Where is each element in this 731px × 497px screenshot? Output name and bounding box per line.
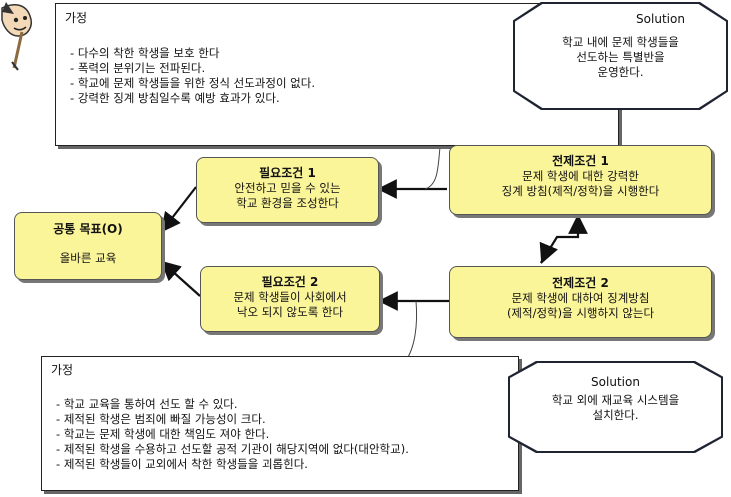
assumption-header: 가정 <box>51 363 74 377</box>
necessary-title: 필요조건 1 <box>259 166 316 180</box>
necessary-line: 학교 환경을 조성한다 <box>236 196 339 210</box>
prerequisite-title: 전제조건 2 <box>552 276 609 290</box>
prerequisite-title: 전제조건 1 <box>552 154 609 168</box>
assumption-list: 학교 교육을 통하여 선도 할 수 있다. 제적된 학생은 범죄에 빠질 가능성… <box>56 397 409 472</box>
assumption-item: 제적된 학생을 수용하고 선도할 공적 기관이 해당지역에 없다(대안학교). <box>56 442 409 457</box>
conflict-arrow <box>540 214 588 264</box>
necessary-line: 안전하고 믿을 수 있는 <box>234 181 341 195</box>
assumption-leader-top <box>424 146 441 190</box>
arrow-nec1-to-goal <box>160 186 197 233</box>
assumption-item: 학교 교육을 통하여 선도 할 수 있다. <box>56 397 409 412</box>
assumption-item: 제적된 학생은 범죄에 빠질 가능성이 크다. <box>56 412 409 427</box>
necessary-line: 낙오 되지 않도록 한다 <box>236 305 344 319</box>
solution-line: 선도하는 특별반을 <box>576 50 665 64</box>
solution-line: 설치한다. <box>592 408 639 422</box>
goal-box: 공통 목표(O) 올바른 교육 <box>14 212 162 280</box>
assumption-item: 학교는 문제 학생에 대한 책임도 져야 한다. <box>56 427 409 442</box>
prerequisite-1: 전제조건 1 문제 학생에 대한 강력한 징계 방침(제적/정학)을 시행한다 <box>449 145 712 215</box>
assumption-item: 다수의 착한 학생을 보호 한다 <box>70 46 315 61</box>
necessary-title: 필요조건 2 <box>261 275 319 289</box>
solution-line: 학교 내에 문제 학생들을 <box>562 35 679 49</box>
prerequisite-line: 문제 학생에 대한 강력한 <box>522 169 639 183</box>
solution-title: Solution <box>636 12 685 26</box>
prerequisite-line: 문제 학생에 대하여 징계방침 <box>511 291 650 305</box>
necessary-condition-1: 필요조건 1 안전하고 믿을 수 있는 학교 환경을 조성한다 <box>196 157 379 223</box>
solution-title: Solution <box>591 375 640 389</box>
prerequisite-line: 징계 방침(제적/정학)을 시행한다 <box>501 184 660 198</box>
arrow-nec2-to-goal <box>160 260 201 297</box>
assumption-item: 제적된 학생들이 교외에서 착한 학생들을 괴롭힌다. <box>56 457 409 472</box>
prerequisite-2: 전제조건 2 문제 학생에 대하여 징계방침 (제적/정학)을 시행하지 않는다 <box>449 266 712 338</box>
assumption-item: 폭력의 분위기는 전파된다. <box>70 61 315 76</box>
solution-line: 학교 외에 재교육 시스템을 <box>551 393 680 407</box>
prerequisite-line: (제적/정학)을 시행하지 않는다 <box>506 306 655 320</box>
solution-box-bottom: Solution 학교 외에 재교육 시스템을 설치한다. <box>508 361 723 453</box>
assumption-item: 강력한 징계 방침일수록 예방 효과가 있다. <box>70 91 315 106</box>
necessary-condition-2: 필요조건 2 문제 학생들이 사회에서 낙오 되지 않도록 한다 <box>200 266 380 332</box>
assumption-item: 학교에 문제 학생들을 위한 정식 선도과정이 없다. <box>70 76 315 91</box>
assumption-leader-bottom <box>404 300 418 363</box>
assumption-list: 다수의 착한 학생을 보호 한다 폭력의 분위기는 전파된다. 학교에 문제 학… <box>70 46 315 106</box>
solution-line: 운영한다. <box>597 65 644 79</box>
solution-box-top: Solution 학교 내에 문제 학생들을 선도하는 특별반을 운영한다. <box>513 2 728 110</box>
goal-text: 올바른 교육 <box>59 251 117 265</box>
cartoon-dog-icon <box>1 2 32 71</box>
assumption-header: 가정 <box>65 11 88 25</box>
necessary-line: 문제 학생들이 사회에서 <box>233 290 347 304</box>
goal-title: 공통 목표(O) <box>53 222 123 236</box>
assumption-note-bottom: 가정 학교 교육을 통하여 선도 할 수 있다. 제적된 학생은 범죄에 빠질 … <box>41 356 519 491</box>
